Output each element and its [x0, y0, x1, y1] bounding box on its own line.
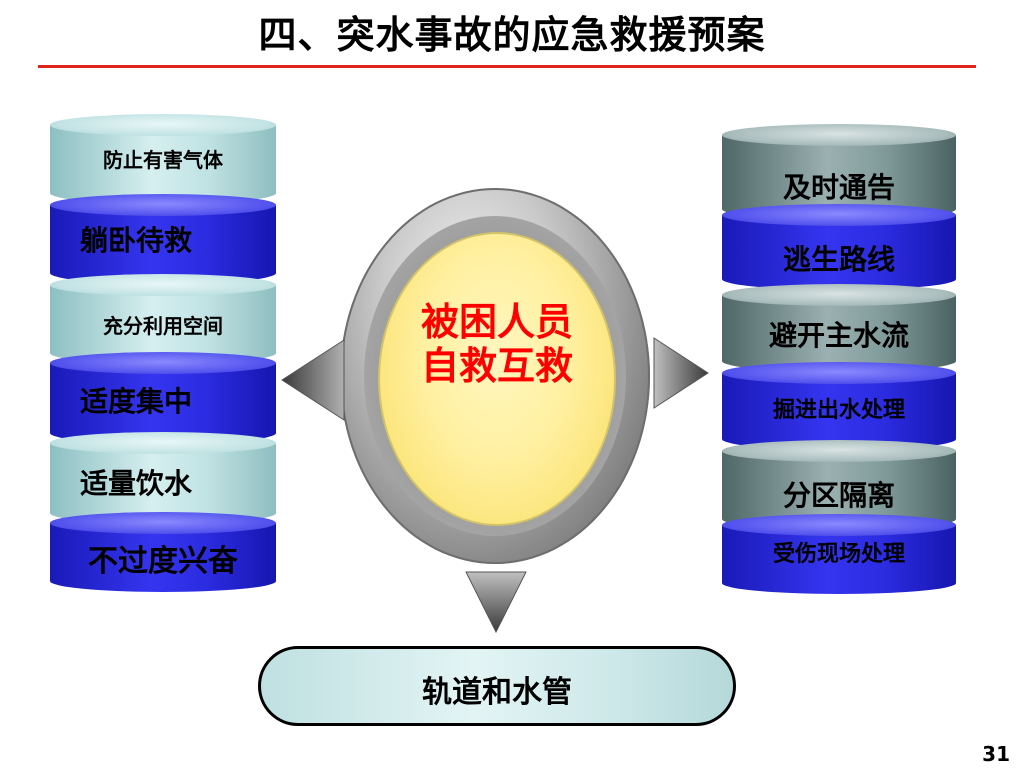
- right-segment-cap: [722, 362, 956, 384]
- center-label: 被困人员 自救互救: [378, 300, 616, 388]
- left-segment-cap: [50, 432, 276, 454]
- right-segment-cap: [722, 284, 956, 306]
- right-segment-label: 及时通告: [782, 171, 895, 204]
- arrow-right-icon: [653, 337, 709, 409]
- arrow-left-icon: [281, 339, 345, 421]
- right-segment-cap: [722, 440, 956, 462]
- left-segment-2: 躺卧待救: [50, 194, 276, 284]
- right-segment-label: 避开主水流: [768, 319, 909, 352]
- center-label-line2: 自救互救: [420, 344, 573, 388]
- left-segment-body: [50, 205, 276, 284]
- left-segment-cap: [50, 352, 276, 374]
- left-segment-5: 适量饮水: [50, 432, 276, 524]
- right-segment-label: 逃生路线: [782, 243, 895, 276]
- left-segment-label: 躺卧待救: [80, 224, 193, 257]
- right-segment-4: 掘进出水处理: [722, 362, 956, 450]
- right-segment-2: 逃生路线: [722, 204, 956, 290]
- center-core: [378, 232, 616, 526]
- left-segment-label: 适量饮水: [80, 467, 193, 500]
- bottom-capsule: [258, 646, 736, 726]
- bottom-capsule-label: 轨道和水管: [422, 675, 572, 710]
- right-segment-body: [722, 525, 956, 594]
- left-segment-cap: [50, 194, 276, 216]
- slide-title: 四、突水事故的应急救援预案: [258, 13, 766, 57]
- center-label-line1: 被困人员: [420, 300, 573, 344]
- right-segment-body: [722, 373, 956, 450]
- right-segment-cap: [722, 124, 956, 146]
- left-segment-body: [50, 523, 276, 592]
- left-segment-body: [50, 125, 276, 204]
- left-segment-cap: [50, 512, 276, 534]
- arrow-down-icon: [465, 571, 527, 634]
- right-segment-3: 避开主水流: [722, 284, 956, 372]
- left-segment-body: [50, 443, 276, 524]
- left-segment-3: 充分利用空间: [50, 274, 276, 364]
- title-divider: [38, 65, 976, 68]
- left-segment-label: 不过度兴奋: [88, 544, 238, 579]
- left-segment-1: 防止有害气体: [50, 114, 276, 204]
- right-segment-cap: [722, 514, 956, 536]
- right-segment-body: [722, 215, 956, 290]
- right-segment-label: 受伤现场处理: [772, 542, 905, 567]
- left-segment-cap: [50, 274, 276, 296]
- left-segment-body: [50, 285, 276, 364]
- left-segment-label: 充分利用空间: [103, 314, 223, 338]
- left-segment-label: 适度集中: [80, 385, 193, 418]
- left-segment-cap: [50, 114, 276, 136]
- left-segment-6: 不过度兴奋: [50, 512, 276, 592]
- left-segment-body: [50, 363, 276, 444]
- right-segment-body: [722, 295, 956, 372]
- right-segment-6: 受伤现场处理: [722, 514, 956, 594]
- left-segment-4: 适度集中: [50, 352, 276, 444]
- right-segment-cap: [722, 204, 956, 226]
- right-segment-label: 分区隔离: [782, 479, 895, 512]
- right-segment-label: 掘进出水处理: [772, 398, 905, 423]
- page-number: 31: [982, 742, 1010, 766]
- left-segment-label: 防止有害气体: [103, 148, 223, 172]
